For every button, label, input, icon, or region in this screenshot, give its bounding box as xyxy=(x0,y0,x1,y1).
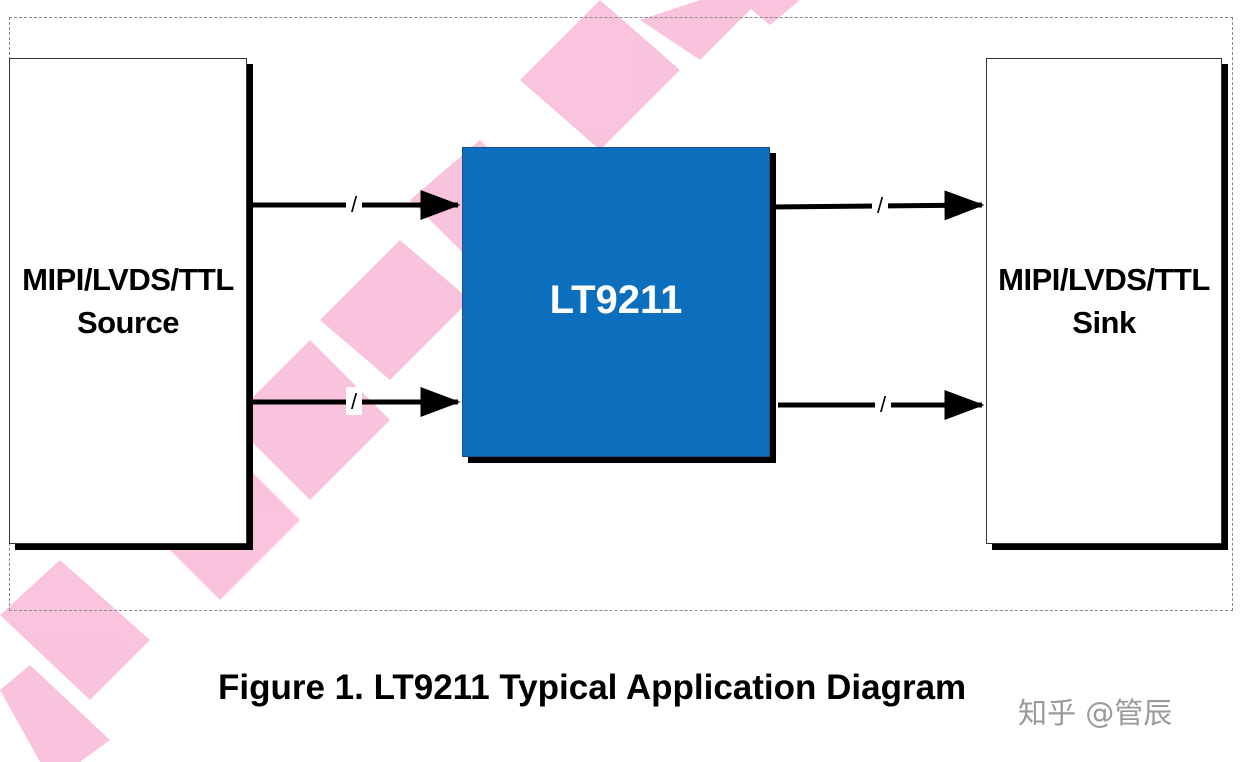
figure-caption: Figure 1. LT9211 Typical Application Dia… xyxy=(218,668,967,707)
arrow-chip-to-sink-top: / xyxy=(769,190,985,221)
arrow-source-to-chip-top: / xyxy=(248,190,461,220)
platform-credit: 知乎 @管辰 xyxy=(1018,696,1173,730)
sink-block: MIPI/LVDS/TTL Sink xyxy=(986,58,1222,544)
chip-block xyxy=(462,147,770,457)
bus-marker: / xyxy=(351,389,358,414)
chip-label: LT9211 xyxy=(549,278,683,322)
sink-label-line2: Sink xyxy=(1072,305,1136,340)
source-label-line1: MIPI/LVDS/TTL xyxy=(22,262,234,297)
sink-label-line1: MIPI/LVDS/TTL xyxy=(998,262,1210,297)
arrow-chip-to-sink-bottom: / xyxy=(778,390,985,420)
bus-marker: / xyxy=(880,392,887,417)
bus-marker: / xyxy=(351,192,358,217)
source-label-line2: Source xyxy=(76,305,180,340)
bus-marker: / xyxy=(877,193,884,218)
source-block: MIPI/LVDS/TTL Source xyxy=(9,58,247,544)
arrow-source-to-chip-bottom: / xyxy=(248,387,461,417)
